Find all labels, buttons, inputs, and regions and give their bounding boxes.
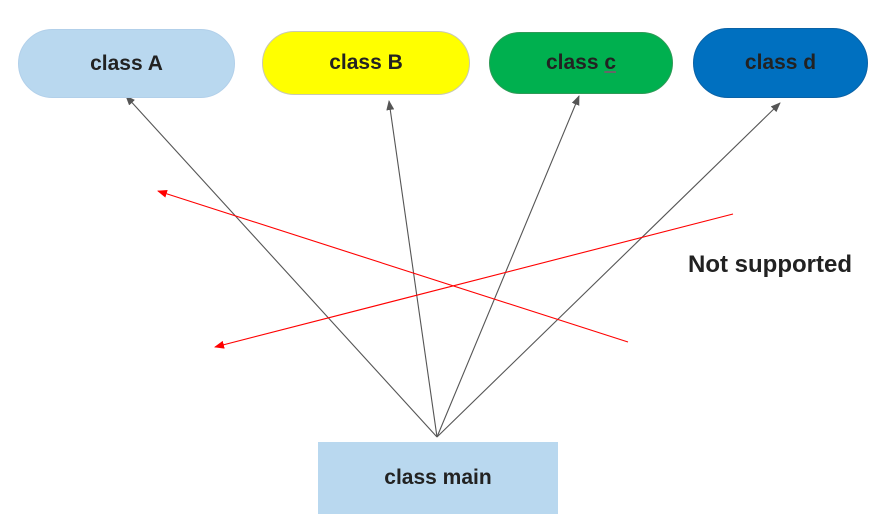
class-d-label: class d	[744, 51, 817, 74]
red-arrow-not-supported-upper	[157, 189, 629, 343]
arrow-main-to-class-a	[125, 95, 438, 438]
class-main-node: class main	[318, 442, 558, 514]
arrow-main-to-class-c	[436, 95, 580, 438]
not-supported-annotation: Not supported	[688, 251, 852, 278]
class-a-label: class A	[90, 51, 163, 75]
class-b-node: class B	[262, 31, 470, 95]
class-c-node: class c	[489, 32, 673, 94]
class-main-label: class main	[384, 466, 492, 489]
class-c-label: class c	[546, 51, 616, 75]
class-b-label: class B	[329, 51, 403, 74]
class-d-node: class d	[693, 28, 868, 98]
red-arrow-not-supported-lower	[214, 213, 734, 349]
arrow-main-to-class-d	[436, 102, 781, 438]
arrow-main-to-class-b	[386, 100, 438, 438]
class-c-label-prefix: class	[545, 51, 605, 74]
class-a-node: class A	[18, 29, 235, 98]
class-c-label-suffix: c	[604, 51, 617, 74]
